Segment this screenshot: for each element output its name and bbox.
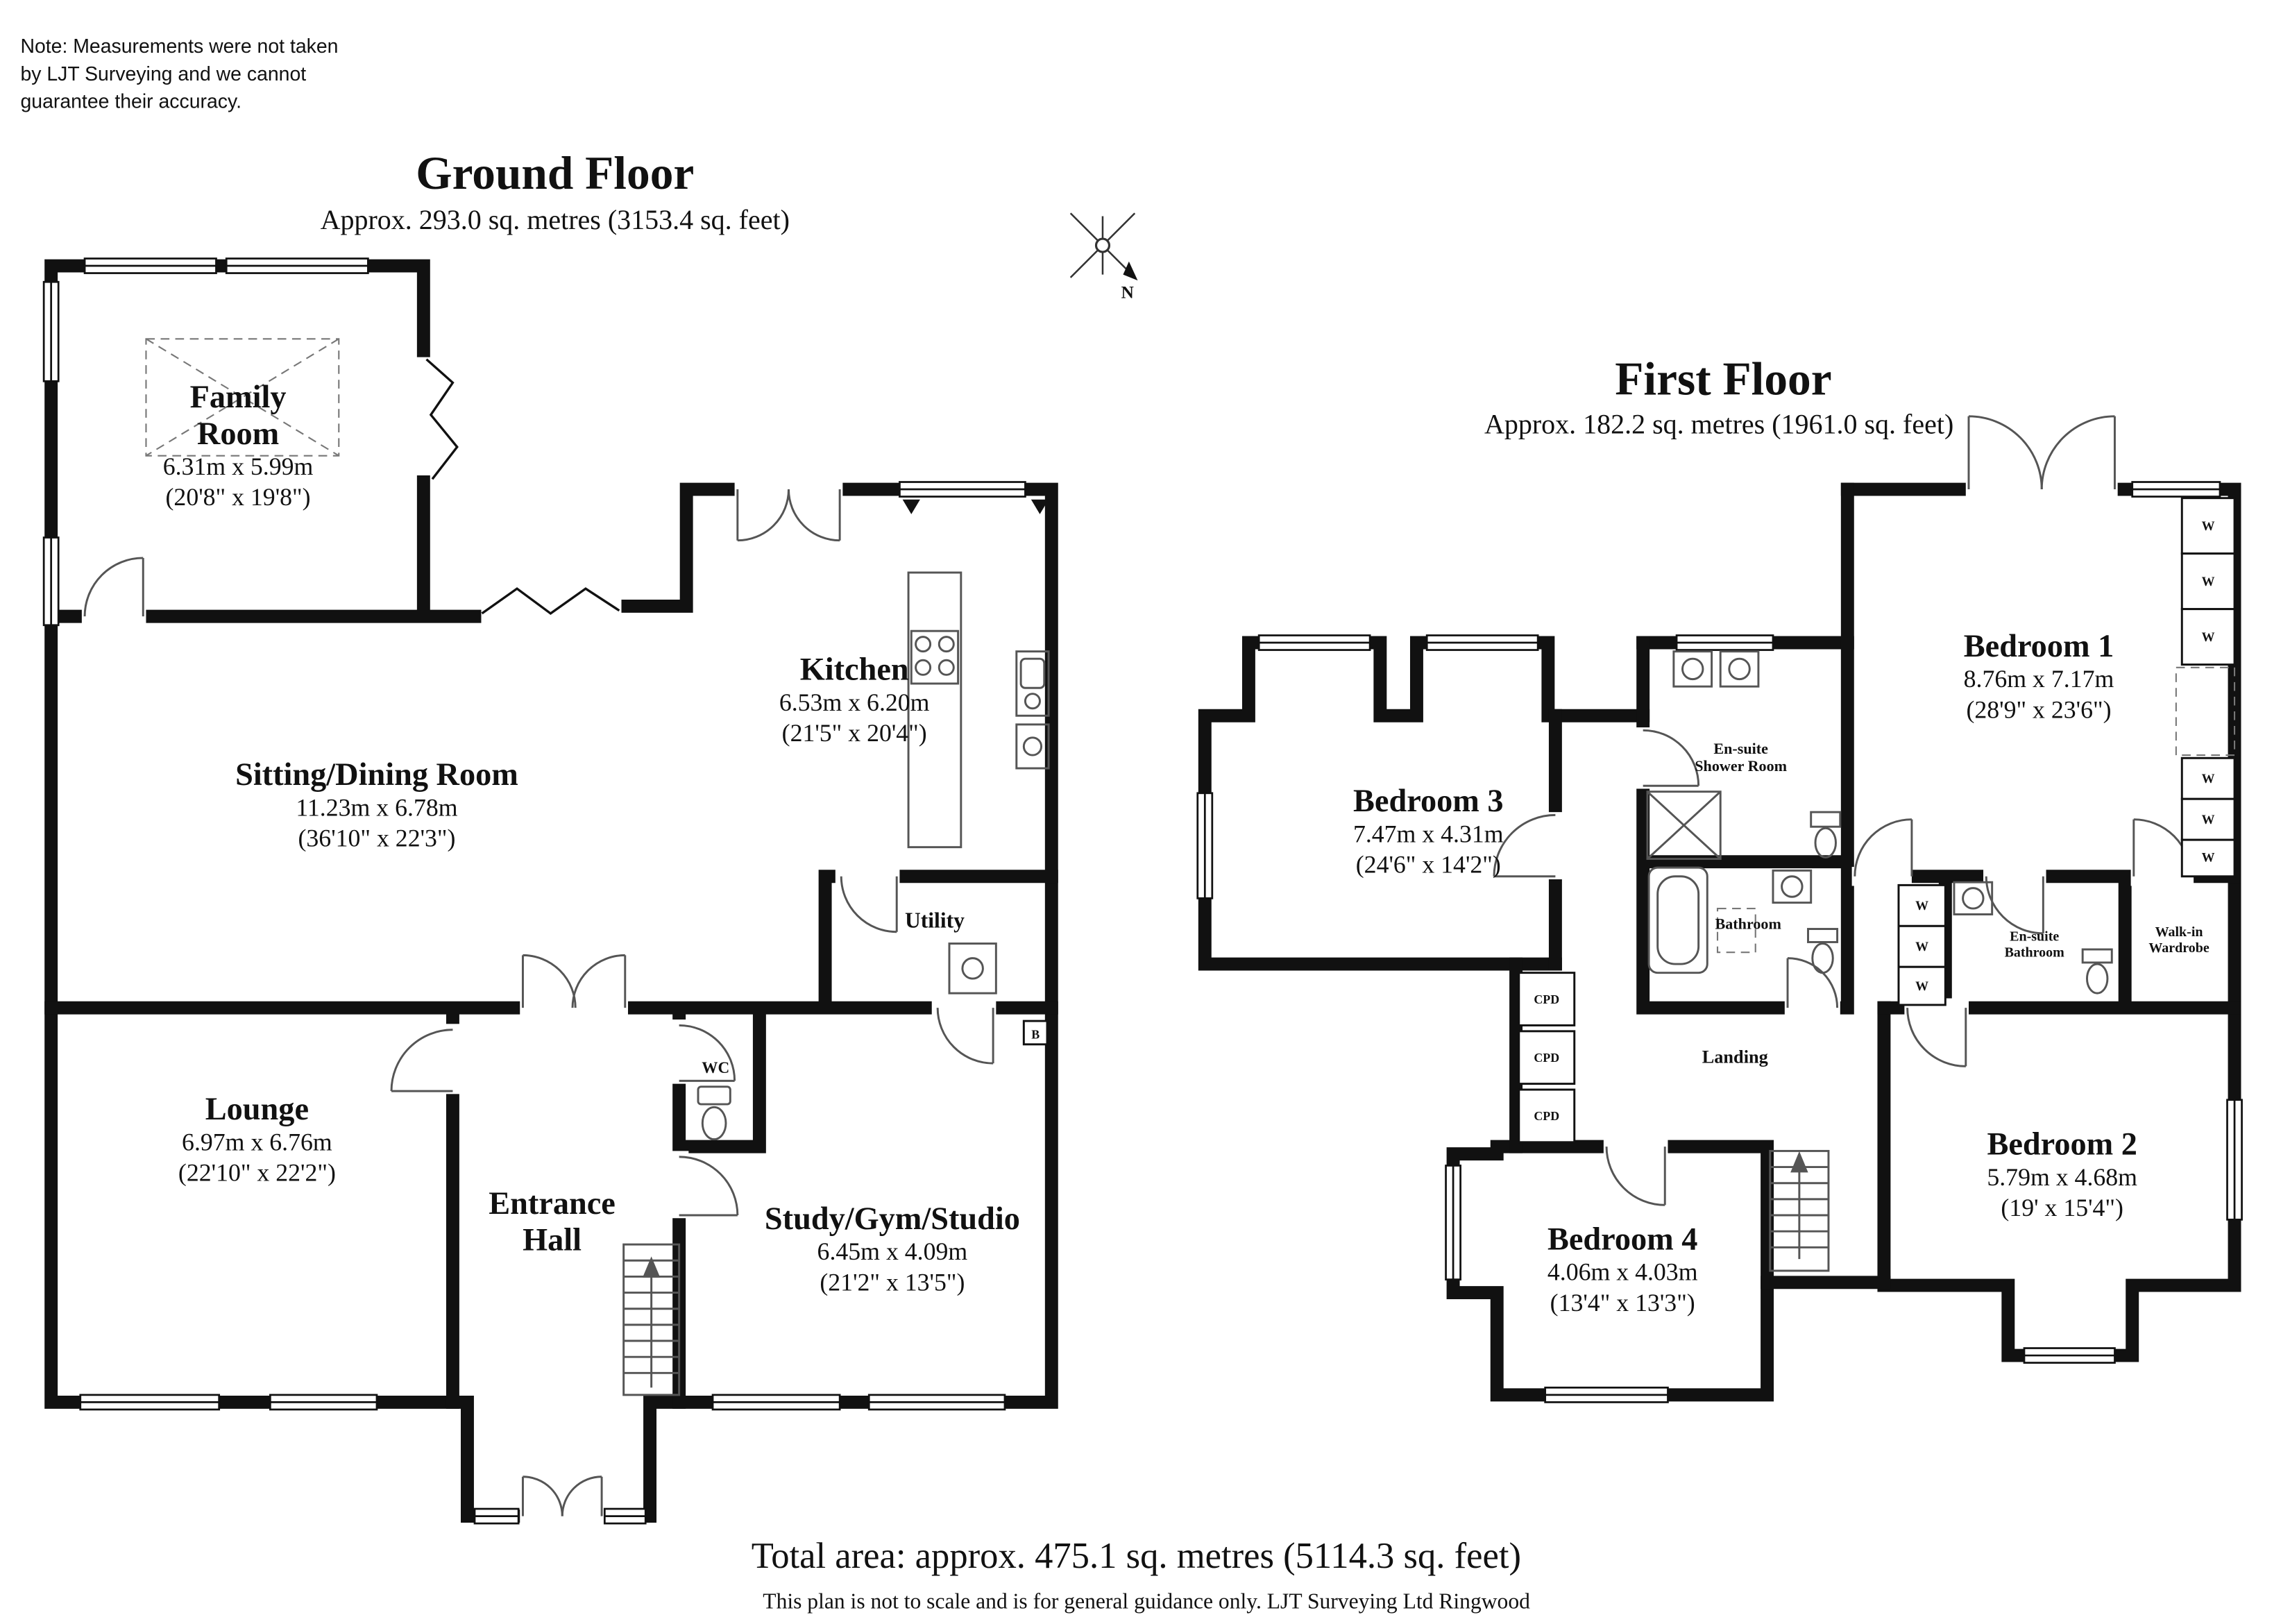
- first-floor-title: First Floor: [1615, 352, 1832, 405]
- window: [2226, 1099, 2243, 1221]
- ground-floor-title: Ground Floor: [416, 146, 695, 199]
- room-label-landing: Landing: [1702, 1047, 1768, 1067]
- svg-text:W: W: [2202, 813, 2215, 827]
- room-label-bathroom: Bathroom: [1715, 917, 1781, 933]
- window: [42, 280, 60, 382]
- svg-text:B: B: [1031, 1027, 1040, 1041]
- ground-floor-subtitle: Approx. 293.0 sq. metres (3153.4 sq. fee…: [320, 205, 790, 237]
- room-label-bedroom1: Bedroom 1 8.76m x 7.17m (28'9" x 23'6"): [1963, 627, 2114, 724]
- first-floor-subtitle: Approx. 182.2 sq. metres (1961.0 sq. fee…: [1484, 409, 1954, 441]
- wall-markers: [902, 499, 1049, 514]
- shower-room-toilet-icon: [1810, 811, 1842, 858]
- window: [1675, 634, 1774, 651]
- shower-icon: [1646, 790, 1722, 860]
- footer-disclaimer: This plan is not to scale and is for gen…: [763, 1591, 1530, 1614]
- window: [1425, 634, 1539, 651]
- svg-text:N: N: [1121, 282, 1134, 302]
- window: [1544, 1387, 1669, 1403]
- hob-icon: [910, 629, 960, 685]
- room-label-study: Study/Gym/Studio 6.45m x 4.09m (21'2" x …: [764, 1199, 1020, 1296]
- landing-cupboards: CPD CPD CPD: [1518, 972, 1576, 1144]
- window: [2023, 1347, 2116, 1364]
- bedroom1-wardrobes: W W W W W W: [2175, 497, 2236, 878]
- svg-text:W: W: [2202, 575, 2215, 589]
- svg-text:W: W: [2202, 851, 2215, 865]
- window: [473, 1507, 520, 1525]
- open-plan-markers: [425, 358, 620, 616]
- room-label-wc: WC: [702, 1059, 730, 1078]
- svg-text:CPD: CPD: [1534, 1109, 1559, 1123]
- total-area-text: Total area: approx. 475.1 sq. metres (51…: [751, 1537, 1521, 1577]
- svg-text:W: W: [1915, 979, 1928, 994]
- window: [2131, 481, 2221, 498]
- ensuite-bathroom-toilet-icon: [2081, 948, 2113, 995]
- bathroom-toilet-icon: [1807, 928, 1839, 974]
- ceiling-feature: [145, 338, 340, 457]
- stairs-ground-icon: [622, 1243, 681, 1396]
- room-label-lounge: Lounge 6.97m x 6.76m (22'10" x 22'2"): [178, 1090, 336, 1187]
- window: [1257, 634, 1371, 651]
- room-label-bedroom4: Bedroom 4 4.06m x 4.03m (13'4" x 13'3"): [1547, 1220, 1698, 1317]
- landing-wardrobes: W W W: [1897, 883, 1946, 1006]
- svg-text:CPD: CPD: [1534, 992, 1559, 1006]
- kitchen-sink-icon: [1015, 650, 1050, 717]
- room-label-family-room: Family Room 6.31m x 5.99m (20'8" x 19'8"…: [162, 378, 314, 511]
- room-label-utility: Utility: [904, 910, 965, 934]
- window: [603, 1507, 647, 1525]
- bathtub-icon: [1647, 866, 1708, 974]
- window: [1445, 1165, 1461, 1280]
- svg-text:W: W: [1915, 899, 1928, 913]
- ensuite-sink-icons: [1672, 650, 1760, 688]
- room-label-bedroom2: Bedroom 2 5.79m x 4.68m (19' x 15'4"): [1987, 1125, 2138, 1222]
- utility-sink-icon: [948, 942, 997, 995]
- window: [867, 1394, 1006, 1411]
- note-line: by LJT Surveying and we cannot: [20, 62, 307, 85]
- svg-text:W: W: [2202, 519, 2215, 534]
- kitchen-appliance-icon: [1015, 723, 1050, 770]
- wc-toilet-icon: [697, 1085, 731, 1141]
- room-label-entrance-hall: Entrance Hall: [489, 1184, 616, 1258]
- windows: [42, 257, 2243, 1525]
- window: [225, 257, 369, 274]
- room-label-walkin-wardrobe: Walk-in Wardrobe: [2148, 926, 2210, 957]
- room-label-ensuite-shower: En-suite Shower Room: [1695, 742, 1788, 776]
- window: [269, 1394, 378, 1411]
- room-label-kitchen: Kitchen 6.53m x 6.20m (21'5" x 20'4"): [779, 650, 930, 747]
- svg-text:CPD: CPD: [1534, 1051, 1559, 1065]
- kitchen-island: [907, 571, 962, 849]
- note-line: Note: Measurements were not taken: [20, 35, 339, 58]
- bathroom-sink-icon: [1772, 869, 1813, 904]
- window: [899, 481, 1026, 498]
- svg-text:W: W: [2202, 630, 2215, 645]
- svg-text:W: W: [1915, 940, 1928, 954]
- note-line: guarantee their accuracy.: [20, 90, 241, 113]
- window: [711, 1394, 841, 1411]
- bathroom-cupboard-dashed: [1716, 908, 1756, 954]
- compass-icon: N: [1069, 212, 1138, 302]
- svg-text:W: W: [2202, 772, 2215, 786]
- boiler-icon: B: [1022, 1020, 1049, 1046]
- room-label-ensuite-bathroom: En-suite Bathroom: [2004, 930, 2064, 961]
- window: [83, 257, 217, 274]
- disclaimer-note: Note: Measurements were not taken by LJT…: [20, 32, 338, 115]
- window: [79, 1394, 221, 1411]
- window: [1196, 792, 1214, 899]
- room-label-sitting-dining: Sitting/Dining Room 11.23m x 6.78m (36'1…: [235, 756, 518, 853]
- door-swings: [83, 415, 2192, 1516]
- room-label-bedroom3: Bedroom 3 7.47m x 4.31m (24'6" x 14'2"): [1352, 782, 1504, 879]
- window: [42, 536, 60, 627]
- stairs-first-icon: [1769, 1149, 1830, 1272]
- ensuite-bathroom-sink-icon: [1953, 881, 1994, 915]
